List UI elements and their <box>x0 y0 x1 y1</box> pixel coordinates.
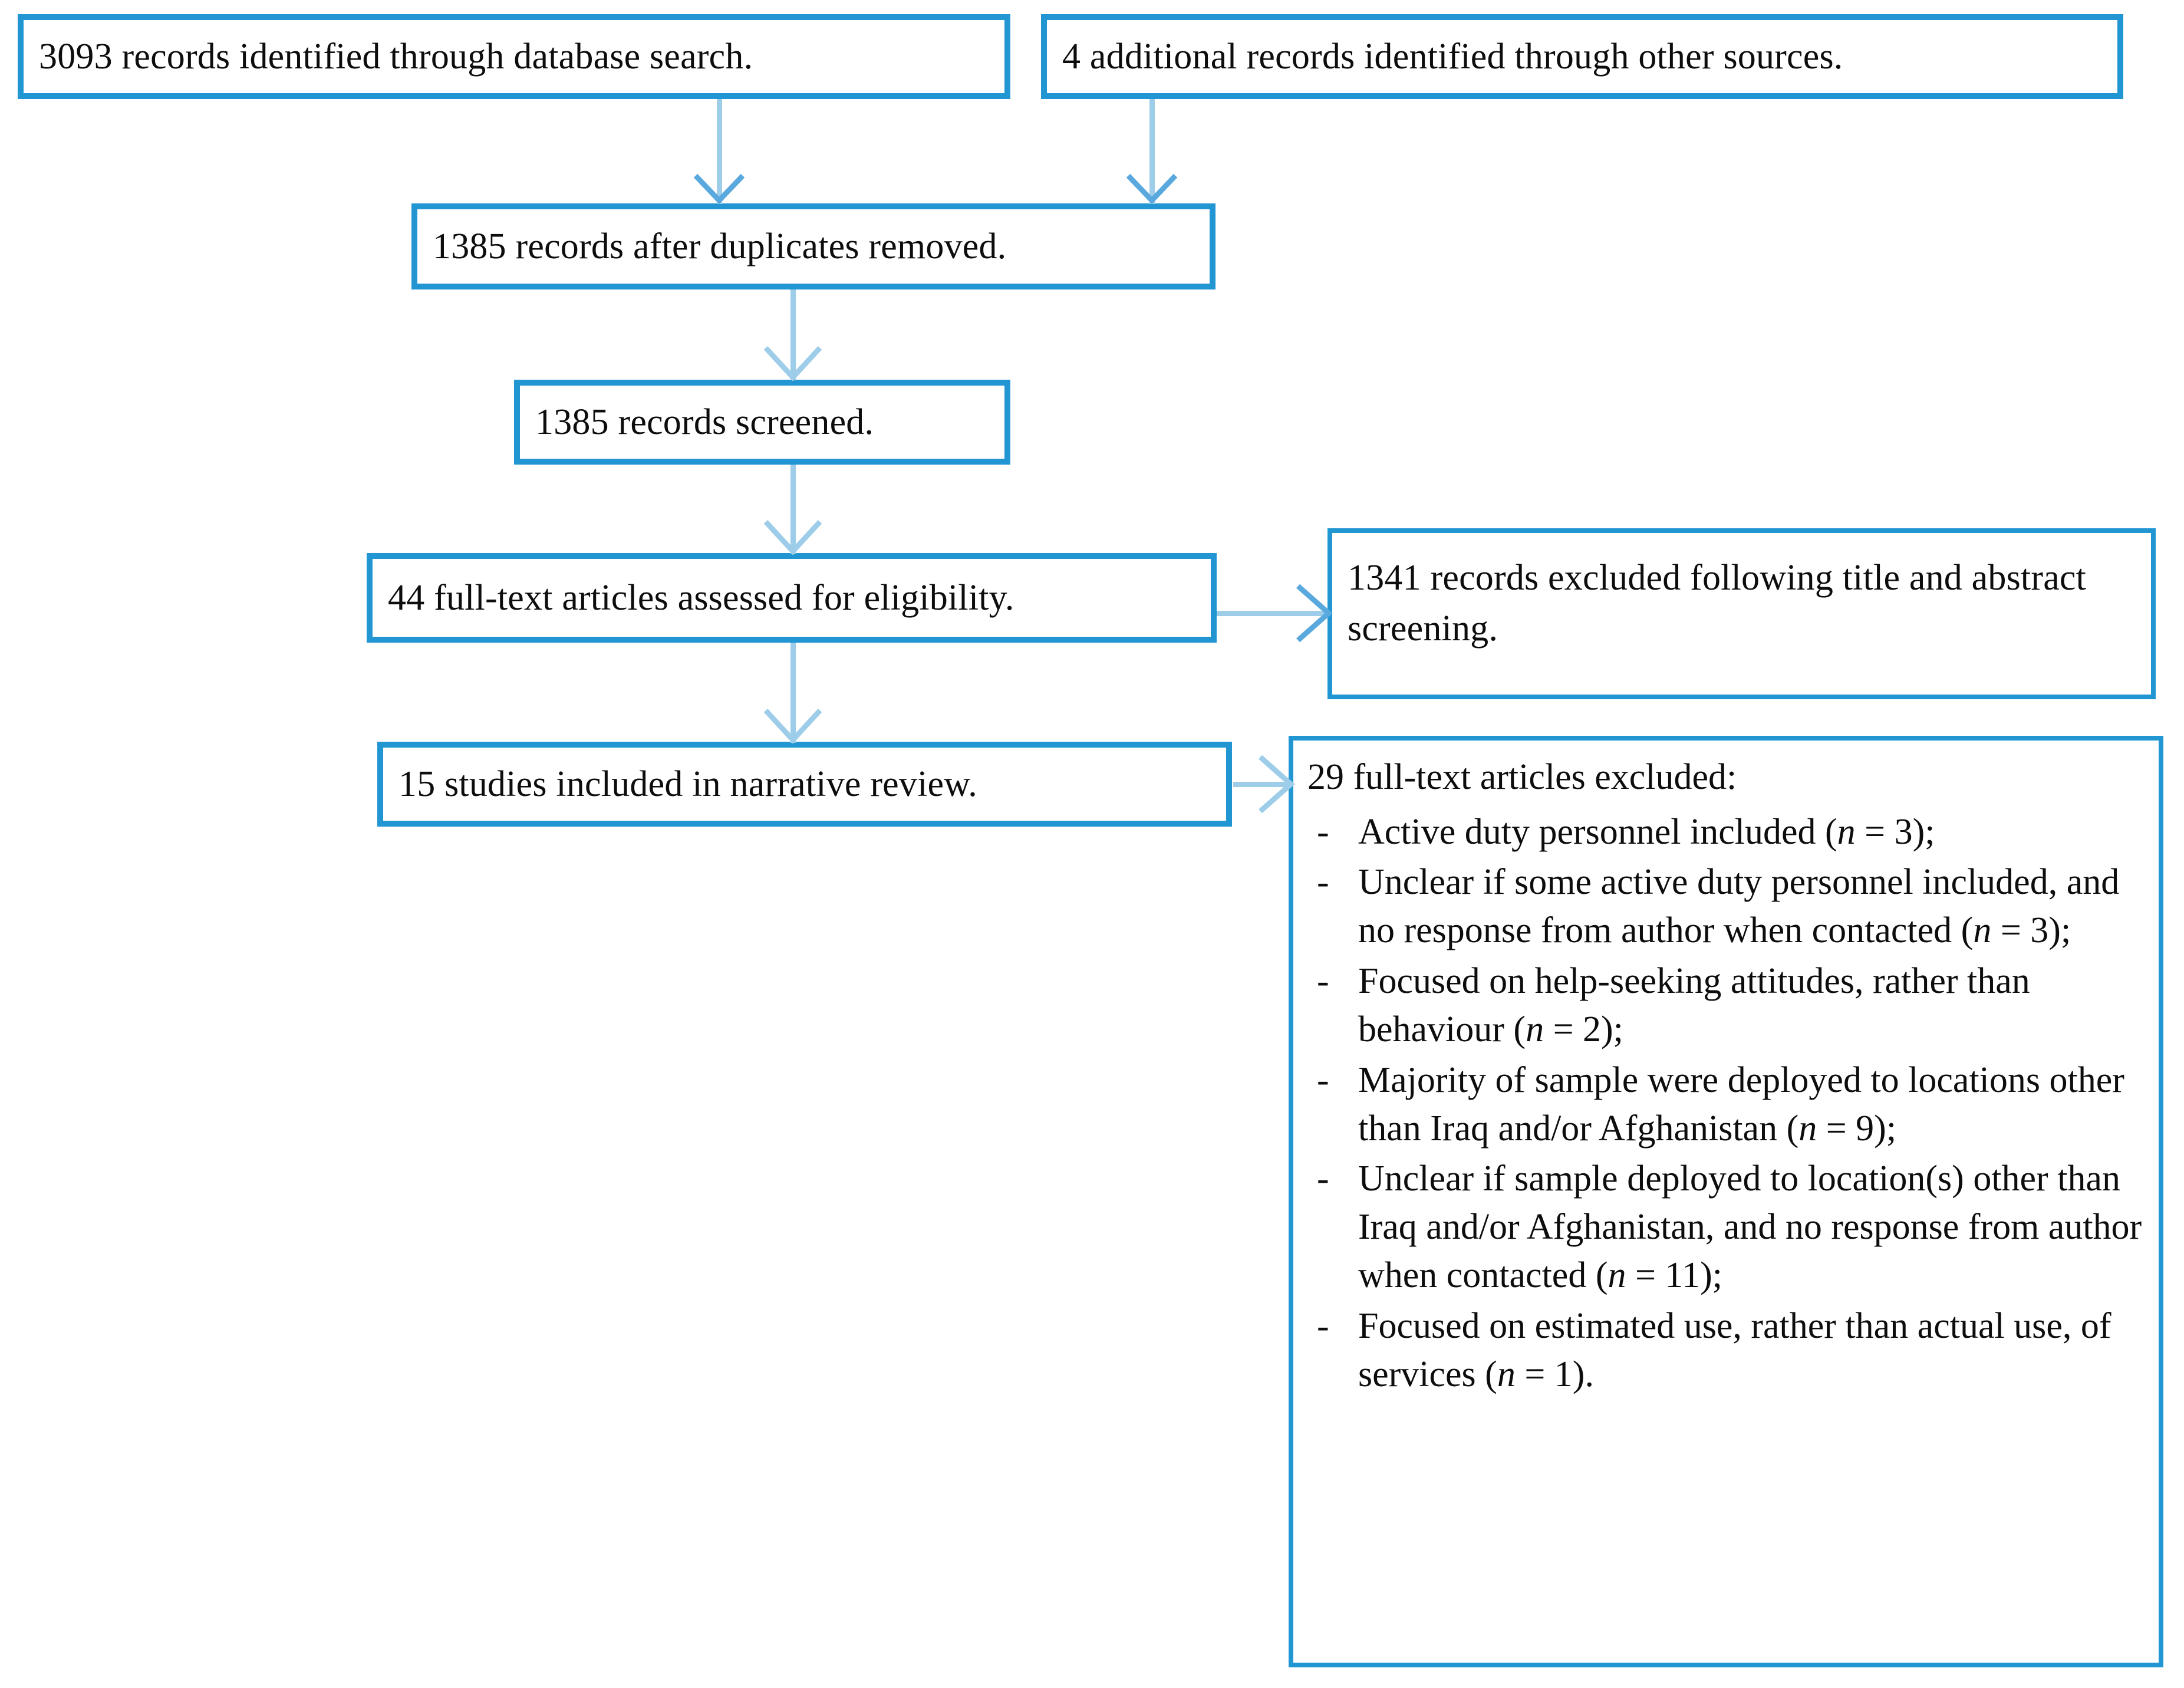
box-full-text-articles-excluded: 29 full-text articles excluded: -Active … <box>1289 736 2163 1667</box>
box-records-after-duplicates-removed-label: 1385 records after duplicates removed. <box>433 226 1007 266</box>
box-records-screened: 1385 records screened. <box>514 380 1010 465</box>
bullet-dash: - <box>1317 1305 1329 1346</box>
bullet-dash: - <box>1317 862 1329 903</box>
box-full-text-articles-assessed-label: 44 full-text articles assessed for eligi… <box>388 577 1014 618</box>
connector-db-to-dupes <box>717 99 722 204</box>
bullet-dash: - <box>1317 811 1329 852</box>
box-studies-included-narrative-review: 15 studies included in narrative review. <box>377 742 1232 827</box>
exclusion-reason-item: -Unclear if sample deployed to location(… <box>1307 1155 2148 1299</box>
connector-other-to-dupes <box>1149 99 1155 204</box>
bullet-dash: - <box>1317 1159 1329 1199</box>
connector-eligible-to-included <box>790 643 796 743</box>
exclusion-reason-item: -Active duty personnel included (n = 3); <box>1307 808 2148 857</box>
connector-eligible-to-excluded-ta <box>1217 611 1330 616</box>
box-records-identified-database-label: 3093 records identified through database… <box>39 36 753 77</box>
full-text-excluded-content: 29 full-text articles excluded: -Active … <box>1293 741 2159 1401</box>
connector-dupes-to-screened <box>790 289 796 380</box>
box-records-after-duplicates-removed: 1385 records after duplicates removed. <box>411 203 1215 289</box>
box-records-screened-label: 1385 records screened. <box>535 402 874 442</box>
exclusion-reason-item: -Focused on estimated use, rather than a… <box>1307 1302 2148 1399</box>
exclusion-reason-text: Majority of sample were deployed to loca… <box>1358 1059 2124 1149</box>
exclusion-reason-text: Focused on help-seeking attitudes, rathe… <box>1358 961 2030 1049</box>
exclusion-reason-text: Active duty personnel included (n = 3); <box>1358 811 1935 852</box>
connector-included-to-excluded-ft <box>1233 782 1292 787</box>
bullet-dash: - <box>1317 1059 1329 1100</box>
full-text-excluded-heading: 29 full-text articles excluded: <box>1307 757 1737 797</box>
exclusion-reason-item: -Focused on help-seeking attitudes, rath… <box>1307 957 2148 1054</box>
box-records-identified-other-sources: 4 additional records identified through … <box>1041 14 2123 99</box>
box-records-identified-database: 3093 records identified through database… <box>18 14 1010 99</box>
box-records-identified-other-sources-label: 4 additional records identified through … <box>1062 36 1843 77</box>
box-studies-included-narrative-review-label: 15 studies included in narrative review. <box>398 764 977 804</box>
box-records-excluded-title-abstract-label: 1341 records excluded following title an… <box>1348 558 2087 649</box>
connector-screened-to-eligible <box>790 465 796 554</box>
exclusion-reason-item: -Unclear if some active duty personnel i… <box>1307 858 2148 955</box>
exclusion-reason-list: -Active duty personnel included (n = 3);… <box>1307 808 2148 1399</box>
exclusion-reason-item: -Majority of sample were deployed to loc… <box>1307 1057 2148 1153</box>
bullet-dash: - <box>1317 961 1329 1002</box>
box-records-excluded-title-abstract: 1341 records excluded following title an… <box>1327 528 2156 699</box>
exclusion-reason-text: Focused on estimated use, rather than ac… <box>1358 1305 2111 1394</box>
exclusion-reason-text: Unclear if some active duty personnel in… <box>1358 862 2120 951</box>
box-full-text-articles-assessed: 44 full-text articles assessed for eligi… <box>367 553 1217 643</box>
exclusion-reason-text: Unclear if sample deployed to location(s… <box>1358 1159 2142 1296</box>
